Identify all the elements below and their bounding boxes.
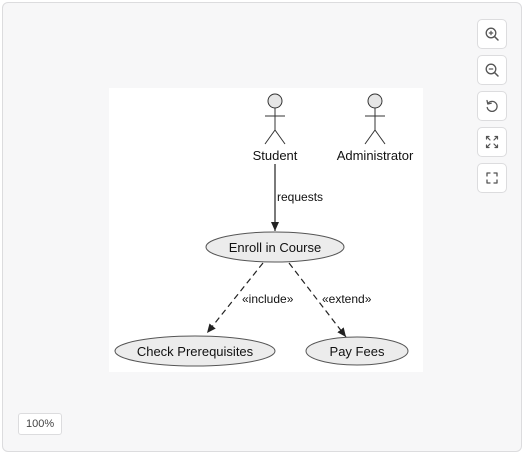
zoom-in-button[interactable] [477,19,507,49]
extend-arrow [288,262,347,338]
use-case-check-prerequisites[interactable]: Check Prerequisites [114,335,276,367]
actor-label-administrator: Administrator [337,148,414,163]
use-case-diagram: Student Administrator requests Enroll in… [114,93,414,367]
zoom-level-badge[interactable]: 100% [18,413,63,435]
use-case-ellipse [114,335,276,367]
zoom-out-icon [485,63,499,77]
include-arrow [206,262,264,334]
actor-student[interactable]: Student [253,93,298,163]
use-case-label-check: Check Prerequisites [137,344,254,359]
relation-extend: «extend» [288,262,372,338]
use-case-label-enroll: Enroll in Course [229,240,322,255]
relation-requests: requests [271,164,323,231]
actor-leg-left [364,129,376,145]
diagram-viewer: Student Administrator requests Enroll in… [2,2,522,452]
relation-label-extend: «extend» [322,292,372,306]
use-case-pay-fees[interactable]: Pay Fees [305,336,409,366]
fullscreen-button[interactable] [477,163,507,193]
fullscreen-icon [486,172,498,184]
reset-icon [486,99,498,112]
fit-icon [485,135,499,149]
actor-leg-right [374,129,386,145]
fit-button[interactable] [477,127,507,157]
actor-leg-right [274,129,286,145]
use-case-enroll-in-course[interactable]: Enroll in Course [205,231,345,263]
zoom-out-button[interactable] [477,55,507,85]
zoom-in-icon [485,27,499,41]
actor-head [267,93,283,109]
diagram-canvas[interactable]: Student Administrator requests Enroll in… [109,88,423,372]
use-case-ellipse [205,231,345,263]
relation-include: «include» [206,262,294,334]
use-case-label-pay: Pay Fees [330,344,385,359]
relation-label-include: «include» [242,292,294,306]
actor-head [367,93,383,109]
zoom-toolbar [477,19,507,193]
actor-administrator[interactable]: Administrator [337,93,414,163]
actor-leg-left [264,129,276,145]
use-case-ellipse [305,336,409,366]
relation-label-requests: requests [277,190,323,204]
reset-button[interactable] [477,91,507,121]
actor-label-student: Student [253,148,298,163]
